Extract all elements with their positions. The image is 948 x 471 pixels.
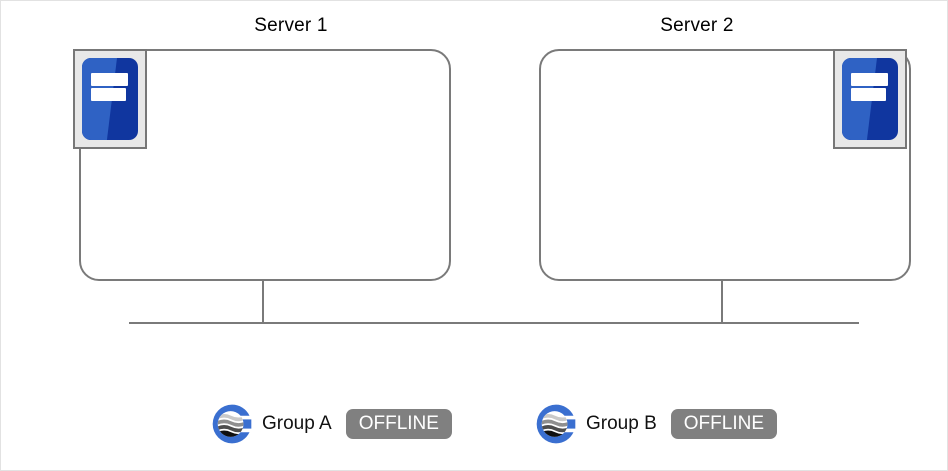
legend-item-group-a[interactable]: Group A OFFLINE (209, 401, 452, 447)
shared-network-bus-line (129, 322, 859, 324)
server-icon (82, 58, 138, 140)
server-icon-bar-top (90, 72, 128, 86)
group-a-label: Group A (262, 413, 332, 434)
server-2-title: Server 2 (660, 15, 734, 36)
server-1-connector-line (262, 281, 264, 324)
server-2-node-icon[interactable] (833, 49, 907, 149)
server-2-connector-line (721, 281, 723, 324)
legend-item-group-b[interactable]: Group B OFFLINE (533, 401, 777, 447)
server-icon (842, 58, 898, 140)
server-icon-bar-bottom (850, 87, 886, 101)
group-a-status-badge[interactable]: OFFLINE (345, 409, 452, 439)
group-b-status-badge[interactable]: OFFLINE (670, 409, 777, 439)
group-b-label: Group B (586, 413, 657, 434)
server-1-node-icon[interactable] (73, 49, 147, 149)
server-icon-bar-bottom (90, 87, 126, 101)
server-icon-bar-top (850, 72, 888, 86)
group-globe-logo-icon (212, 404, 252, 444)
server-1-title: Server 1 (254, 15, 328, 36)
group-globe-logo-icon (536, 404, 576, 444)
